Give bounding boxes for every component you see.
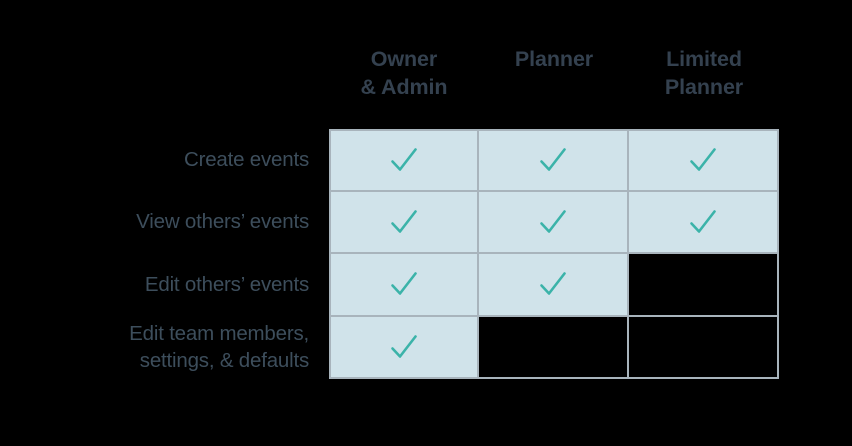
row-label-text: Create events xyxy=(183,147,309,171)
row-label-create-events: Create events xyxy=(0,129,309,192)
cell-edit-others-events-limited-planner xyxy=(629,254,779,317)
table-row xyxy=(329,254,779,317)
cell-edit-others-events-planner xyxy=(479,254,629,317)
cell-create-events-planner xyxy=(479,129,629,192)
column-header-row: Owner & Admin Planner Limited Planner xyxy=(329,46,779,116)
row-label-edit-others-events: Edit others’ events xyxy=(0,254,309,317)
row-label-text: Edit team members, settings, & defaults xyxy=(129,322,309,372)
row-label-view-others-events: View others’ events xyxy=(0,192,309,255)
cell-edit-team-members-settings-defaults-limited-planner xyxy=(629,316,779,379)
check-icon xyxy=(387,143,421,177)
cell-view-others-events-limited-planner xyxy=(629,191,779,254)
cell-create-events-owner-and-admin xyxy=(329,129,479,192)
cell-view-others-events-planner xyxy=(479,191,629,254)
check-icon xyxy=(536,267,570,301)
table-row xyxy=(329,316,779,379)
check-icon xyxy=(536,205,570,239)
check-icon xyxy=(387,267,421,301)
check-icon xyxy=(536,143,570,177)
table-row xyxy=(329,191,779,254)
row-label-text: Edit others’ events xyxy=(144,272,309,296)
cell-edit-team-members-settings-defaults-owner-and-admin xyxy=(329,316,479,379)
row-label-text: View others’ events xyxy=(136,210,309,234)
column-header-label: Limited Planner xyxy=(664,47,744,99)
cell-create-events-limited-planner xyxy=(629,129,779,192)
cell-view-others-events-owner-and-admin xyxy=(329,191,479,254)
column-header-owner-and-admin: Owner & Admin xyxy=(329,46,479,116)
column-header-label: Owner & Admin xyxy=(360,47,448,99)
column-header-label: Planner xyxy=(514,47,594,71)
cell-edit-others-events-owner-and-admin xyxy=(329,254,479,317)
check-icon xyxy=(387,330,421,364)
permissions-grid xyxy=(329,129,779,379)
column-header-planner: Planner xyxy=(479,46,629,116)
check-icon xyxy=(387,205,421,239)
check-icon xyxy=(686,143,720,177)
column-header-limited-planner: Limited Planner xyxy=(629,46,779,116)
cell-edit-team-members-settings-defaults-planner xyxy=(479,316,629,379)
check-icon xyxy=(686,205,720,239)
row-label-edit-team-members-settings-defaults: Edit team members, settings, & defaults xyxy=(0,317,309,380)
table-row xyxy=(329,129,779,192)
